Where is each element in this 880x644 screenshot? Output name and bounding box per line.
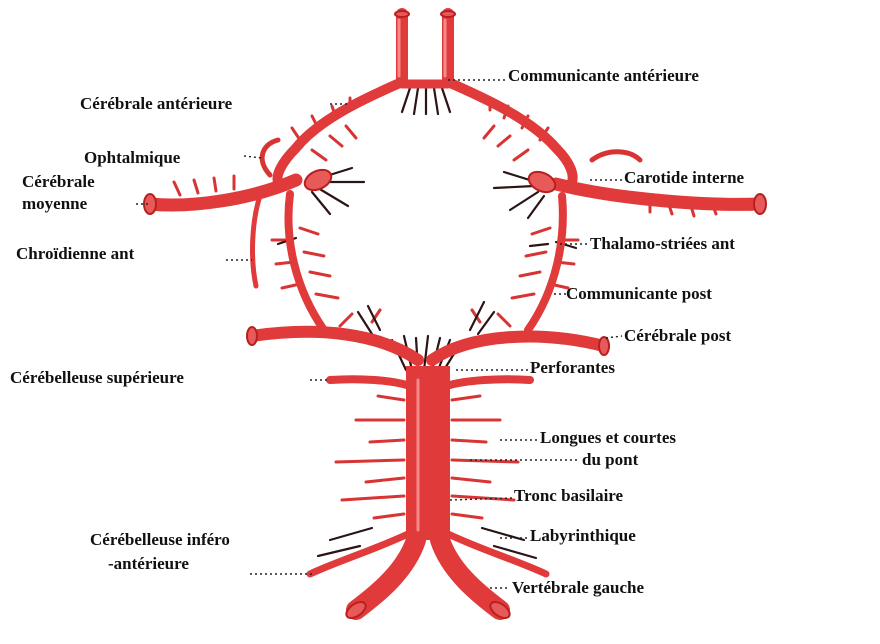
label-thalamo-striees-ant: Thalamo-striées ant [590,234,735,254]
label-cerebelleuse-superieure: Cérébelleuse supérieure [10,368,184,388]
label-labyrinthique: Labyrinthique [530,526,636,546]
vessel-openings [144,11,766,621]
label-cerebrale-moyenne-line2: moyenne [22,194,87,214]
label-tronc-basilaire: Tronc basilaire [514,486,623,506]
label-cerebrale-moyenne-line1: Cérébrale [22,172,95,192]
label-cerebrale-anterieure: Cérébrale antérieure [80,94,232,114]
label-vertebrale-gauche: Vertébrale gauche [512,578,644,598]
label-chroidienne-ant: Chroïdienne ant [16,244,134,264]
label-longues-courtes-line1: Longues et courtes [540,428,676,448]
label-cerebrale-post: Cérébrale post [624,326,731,346]
label-communicante-anterieure: Communicante antérieure [508,66,699,86]
label-carotide-interne: Carotide interne [624,168,744,188]
label-communicante-post: Communicante post [566,284,712,304]
label-cerebelleuse-infero-line1: Cérébelleuse inféro [90,530,230,550]
label-perforantes: Perforantes [530,358,615,378]
main-arteries [150,14,760,610]
label-cerebelleuse-infero-line2: -antérieure [108,554,189,574]
label-longues-courtes-line2: du pont [582,450,638,470]
label-ophtalmique: Ophtalmique [84,148,180,168]
